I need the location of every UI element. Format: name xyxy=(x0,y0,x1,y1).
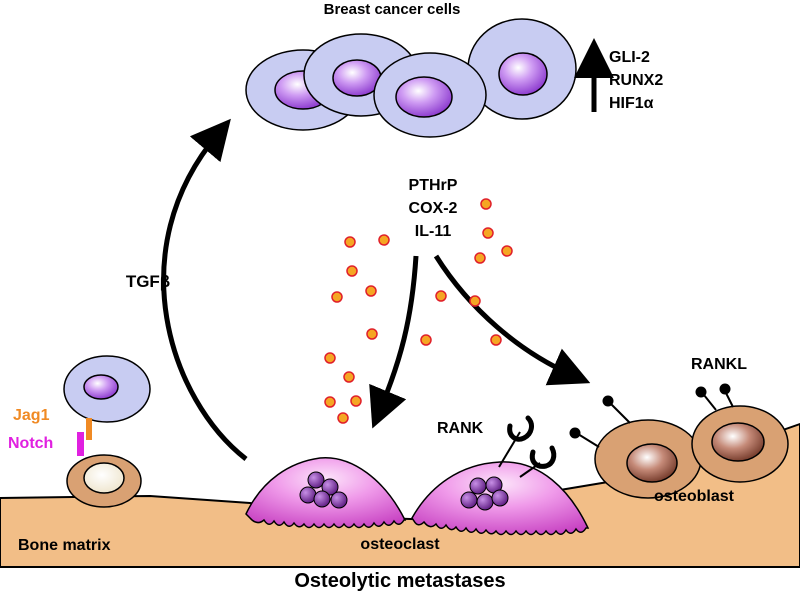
bone-lining-cell xyxy=(66,454,142,508)
cancer-cell xyxy=(467,18,577,120)
factor-pthrp: PTHrP xyxy=(409,177,458,194)
factor-dot xyxy=(480,198,492,210)
factor-dot xyxy=(366,328,378,340)
rankl-ligand xyxy=(719,383,734,408)
factor-dot xyxy=(469,295,481,307)
rank-label: RANK xyxy=(437,420,484,437)
osteoclast xyxy=(411,461,590,536)
bone-matrix-label: Bone matrix xyxy=(18,537,111,554)
factor-dot xyxy=(474,252,486,264)
notch-receptor xyxy=(77,432,84,456)
factor-dot xyxy=(435,290,447,302)
factor-dot xyxy=(324,352,336,364)
factor-dot xyxy=(420,334,432,346)
factor-dot xyxy=(331,291,343,303)
osteoclast xyxy=(245,457,407,529)
arrow-to-osteoblast xyxy=(433,254,591,386)
factor-il11: IL-11 xyxy=(415,223,452,240)
factor-dot xyxy=(343,371,355,383)
osteoclast-nuclei xyxy=(299,471,348,509)
factor-dot xyxy=(346,265,358,277)
jag1-label: Jag1 xyxy=(13,407,50,424)
jag1-ligand xyxy=(86,418,92,440)
tgf-beta-label: TGFβ xyxy=(126,272,170,291)
rankl-ligand xyxy=(695,386,717,411)
factor-dot xyxy=(490,334,502,346)
factor-dot xyxy=(337,412,349,424)
factor-dot xyxy=(501,245,513,257)
osteoclast-label: osteoclast xyxy=(360,536,440,553)
osteoblast-label: osteoblast xyxy=(654,488,735,505)
factor-dot xyxy=(365,285,377,297)
cancer-cell xyxy=(373,52,487,138)
factor-dot xyxy=(482,227,494,239)
disseminated-cancer-cell xyxy=(63,355,151,423)
footer-title: Osteolytic metastases xyxy=(294,570,505,592)
gene-runx2: RUNX2 xyxy=(609,72,663,89)
rankl-ligand xyxy=(569,427,600,448)
factor-dot xyxy=(378,234,390,246)
rank-receptor xyxy=(519,445,557,478)
breast-cancer-cell-cluster xyxy=(245,18,577,138)
arrow-to-osteoclast xyxy=(369,255,419,429)
upregulated-gene-list: GLI-2 RUNX2 HIF1α xyxy=(609,49,663,112)
tgf-beta-arrow xyxy=(161,118,248,461)
osteoclast-nuclei xyxy=(460,476,509,511)
osteoblast xyxy=(594,419,702,499)
rankl-label: RANKL xyxy=(691,356,747,373)
factor-dot xyxy=(344,236,356,248)
secreted-factor-dots xyxy=(324,198,513,424)
breast-cancer-cells-title: Breast cancer cells xyxy=(324,1,461,18)
factor-dot xyxy=(324,396,336,408)
rankl-ligand xyxy=(602,395,631,424)
factor-cox2: COX-2 xyxy=(409,200,458,217)
notch-label: Notch xyxy=(8,435,53,452)
secreted-factor-list: PTHrP COX-2 IL-11 xyxy=(409,177,458,240)
osteoblast xyxy=(691,405,789,483)
gene-gli2: GLI-2 xyxy=(609,49,650,66)
rank-receptor xyxy=(498,415,534,468)
gene-hif1a: HIF1α xyxy=(609,95,654,112)
factor-dot xyxy=(350,395,362,407)
